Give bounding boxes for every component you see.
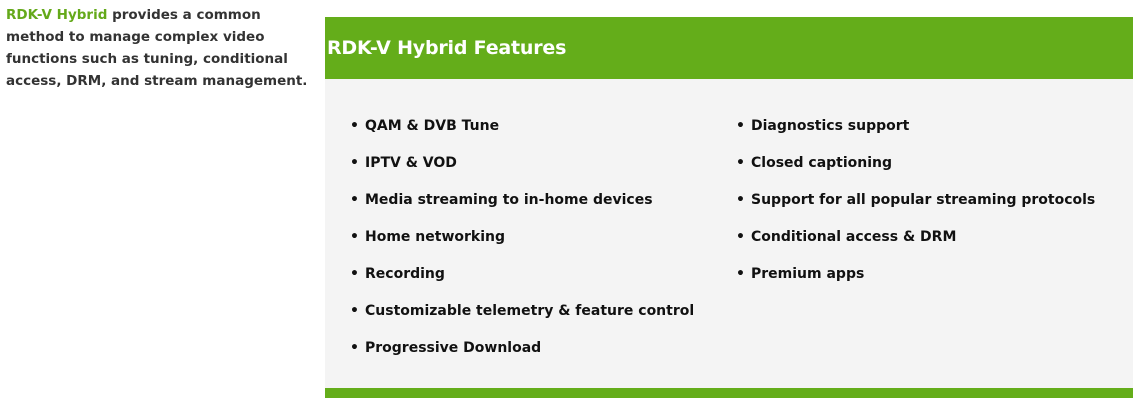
bullet-icon: • bbox=[736, 228, 745, 245]
bullet-icon: • bbox=[736, 154, 745, 171]
feature-label: Diagnostics support bbox=[751, 117, 910, 134]
features-panel-header: RDK-V Hybrid Features bbox=[325, 17, 1133, 79]
feature-item-media-streaming: • Media streaming to in-home devices bbox=[350, 181, 694, 218]
feature-label: Support for all popular streaming protoc… bbox=[751, 191, 1096, 208]
feature-label: Media streaming to in-home devices bbox=[365, 191, 653, 208]
bullet-icon: • bbox=[350, 339, 359, 356]
bullet-icon: • bbox=[350, 191, 359, 208]
feature-item-closed-captioning: • Closed captioning bbox=[736, 144, 1095, 181]
feature-label: Home networking bbox=[365, 228, 505, 245]
feature-item-recording: • Recording bbox=[350, 255, 694, 292]
intro-brand-name: RDK-V Hybrid bbox=[6, 7, 108, 23]
feature-label: Conditional access & DRM bbox=[751, 228, 957, 245]
feature-label: Customizable telemetry & feature control bbox=[365, 302, 695, 319]
feature-label: QAM & DVB Tune bbox=[365, 117, 500, 134]
feature-label: Premium apps bbox=[751, 265, 865, 282]
bullet-icon: • bbox=[350, 228, 359, 245]
feature-item-progressive-download: • Progressive Download bbox=[350, 329, 694, 366]
right-feature-list: • Diagnostics support • Closed captionin… bbox=[736, 107, 1095, 292]
feature-item-home-networking: • Home networking bbox=[350, 218, 694, 255]
feature-label: Progressive Download bbox=[365, 339, 542, 356]
bullet-icon: • bbox=[736, 191, 745, 208]
intro-paragraph: RDK-V Hybrid provides a common method to… bbox=[6, 4, 311, 92]
intro-text: provides a common method to manage compl… bbox=[6, 7, 308, 89]
left-feature-list: • QAM & DVB Tune • IPTV & VOD • Media st… bbox=[350, 107, 694, 366]
feature-item-diagnostics-support: • Diagnostics support bbox=[736, 107, 1095, 144]
feature-item-iptv-vod: • IPTV & VOD bbox=[350, 144, 694, 181]
bullet-icon: • bbox=[736, 265, 745, 282]
feature-item-conditional-access-drm: • Conditional access & DRM bbox=[736, 218, 1095, 255]
bullet-icon: • bbox=[350, 265, 359, 282]
panel-footer-accent-bar bbox=[325, 388, 1133, 398]
features-panel: RDK-V Hybrid Features • QAM & DVB Tune •… bbox=[325, 17, 1133, 398]
feature-item-qam-dvb-tune: • QAM & DVB Tune bbox=[350, 107, 694, 144]
feature-label: Recording bbox=[365, 265, 445, 282]
feature-item-streaming-protocols: • Support for all popular streaming prot… bbox=[736, 181, 1095, 218]
feature-label: Closed captioning bbox=[751, 154, 893, 171]
features-panel-title: RDK-V Hybrid Features bbox=[327, 37, 567, 59]
bullet-icon: • bbox=[350, 154, 359, 171]
feature-item-premium-apps: • Premium apps bbox=[736, 255, 1095, 292]
bullet-icon: • bbox=[350, 117, 359, 134]
bullet-icon: • bbox=[736, 117, 745, 134]
bullet-icon: • bbox=[350, 302, 359, 319]
feature-label: IPTV & VOD bbox=[365, 154, 457, 171]
feature-item-telemetry-control: • Customizable telemetry & feature contr… bbox=[350, 292, 694, 329]
